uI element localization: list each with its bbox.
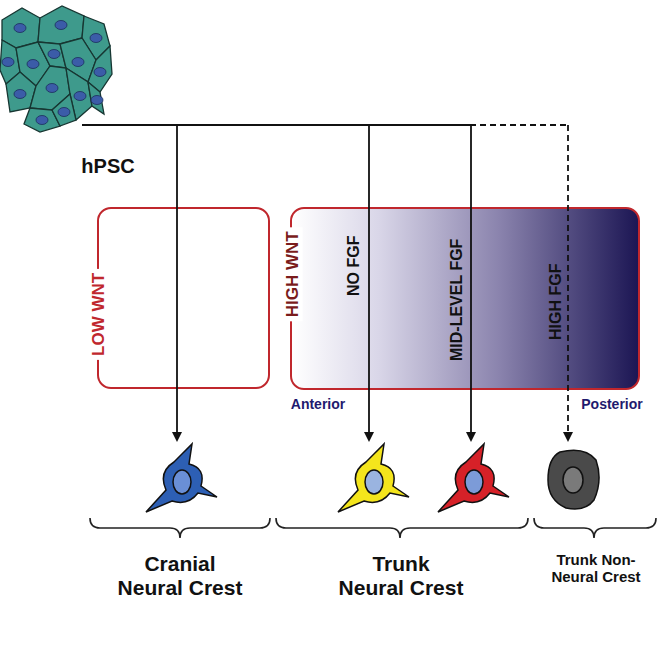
arrow-head (563, 432, 573, 442)
condition-label: HIGH FGF (547, 264, 565, 340)
cell-illustrations (146, 444, 599, 512)
group-label: Cranial Neural Crest (114, 552, 246, 600)
group-braces (90, 518, 656, 538)
derivation-line (176, 125, 178, 432)
condition-label: NO FGF (345, 236, 363, 296)
axis-label: Posterior (567, 396, 657, 412)
condition-label: HIGH WNT (284, 227, 303, 321)
group-label: Trunk Non-Neural Crest (535, 551, 657, 586)
condition-label: LOW WNT (91, 268, 110, 359)
arrow-head (172, 432, 182, 442)
derivation-line (470, 125, 472, 432)
arrow-head (466, 432, 476, 442)
derivation-line (368, 125, 370, 432)
derivation-line (470, 124, 568, 126)
arrow-head (364, 432, 374, 442)
condition-label: MID-LEVEL FGF (448, 239, 466, 361)
derivation-line (82, 124, 470, 126)
cell-cluster: hPSC (0, 0, 150, 185)
cell-label: hPSC (81, 155, 134, 177)
condition-box: LOW WNT (97, 207, 270, 389)
group-label: Trunk Neural Crest (337, 552, 465, 600)
derivation-line (567, 125, 569, 432)
condition-gradient-box: HIGH WNTNO FGFMID-LEVEL FGFHIGH FGF (290, 207, 640, 390)
axis-label: Anterior (273, 396, 363, 412)
